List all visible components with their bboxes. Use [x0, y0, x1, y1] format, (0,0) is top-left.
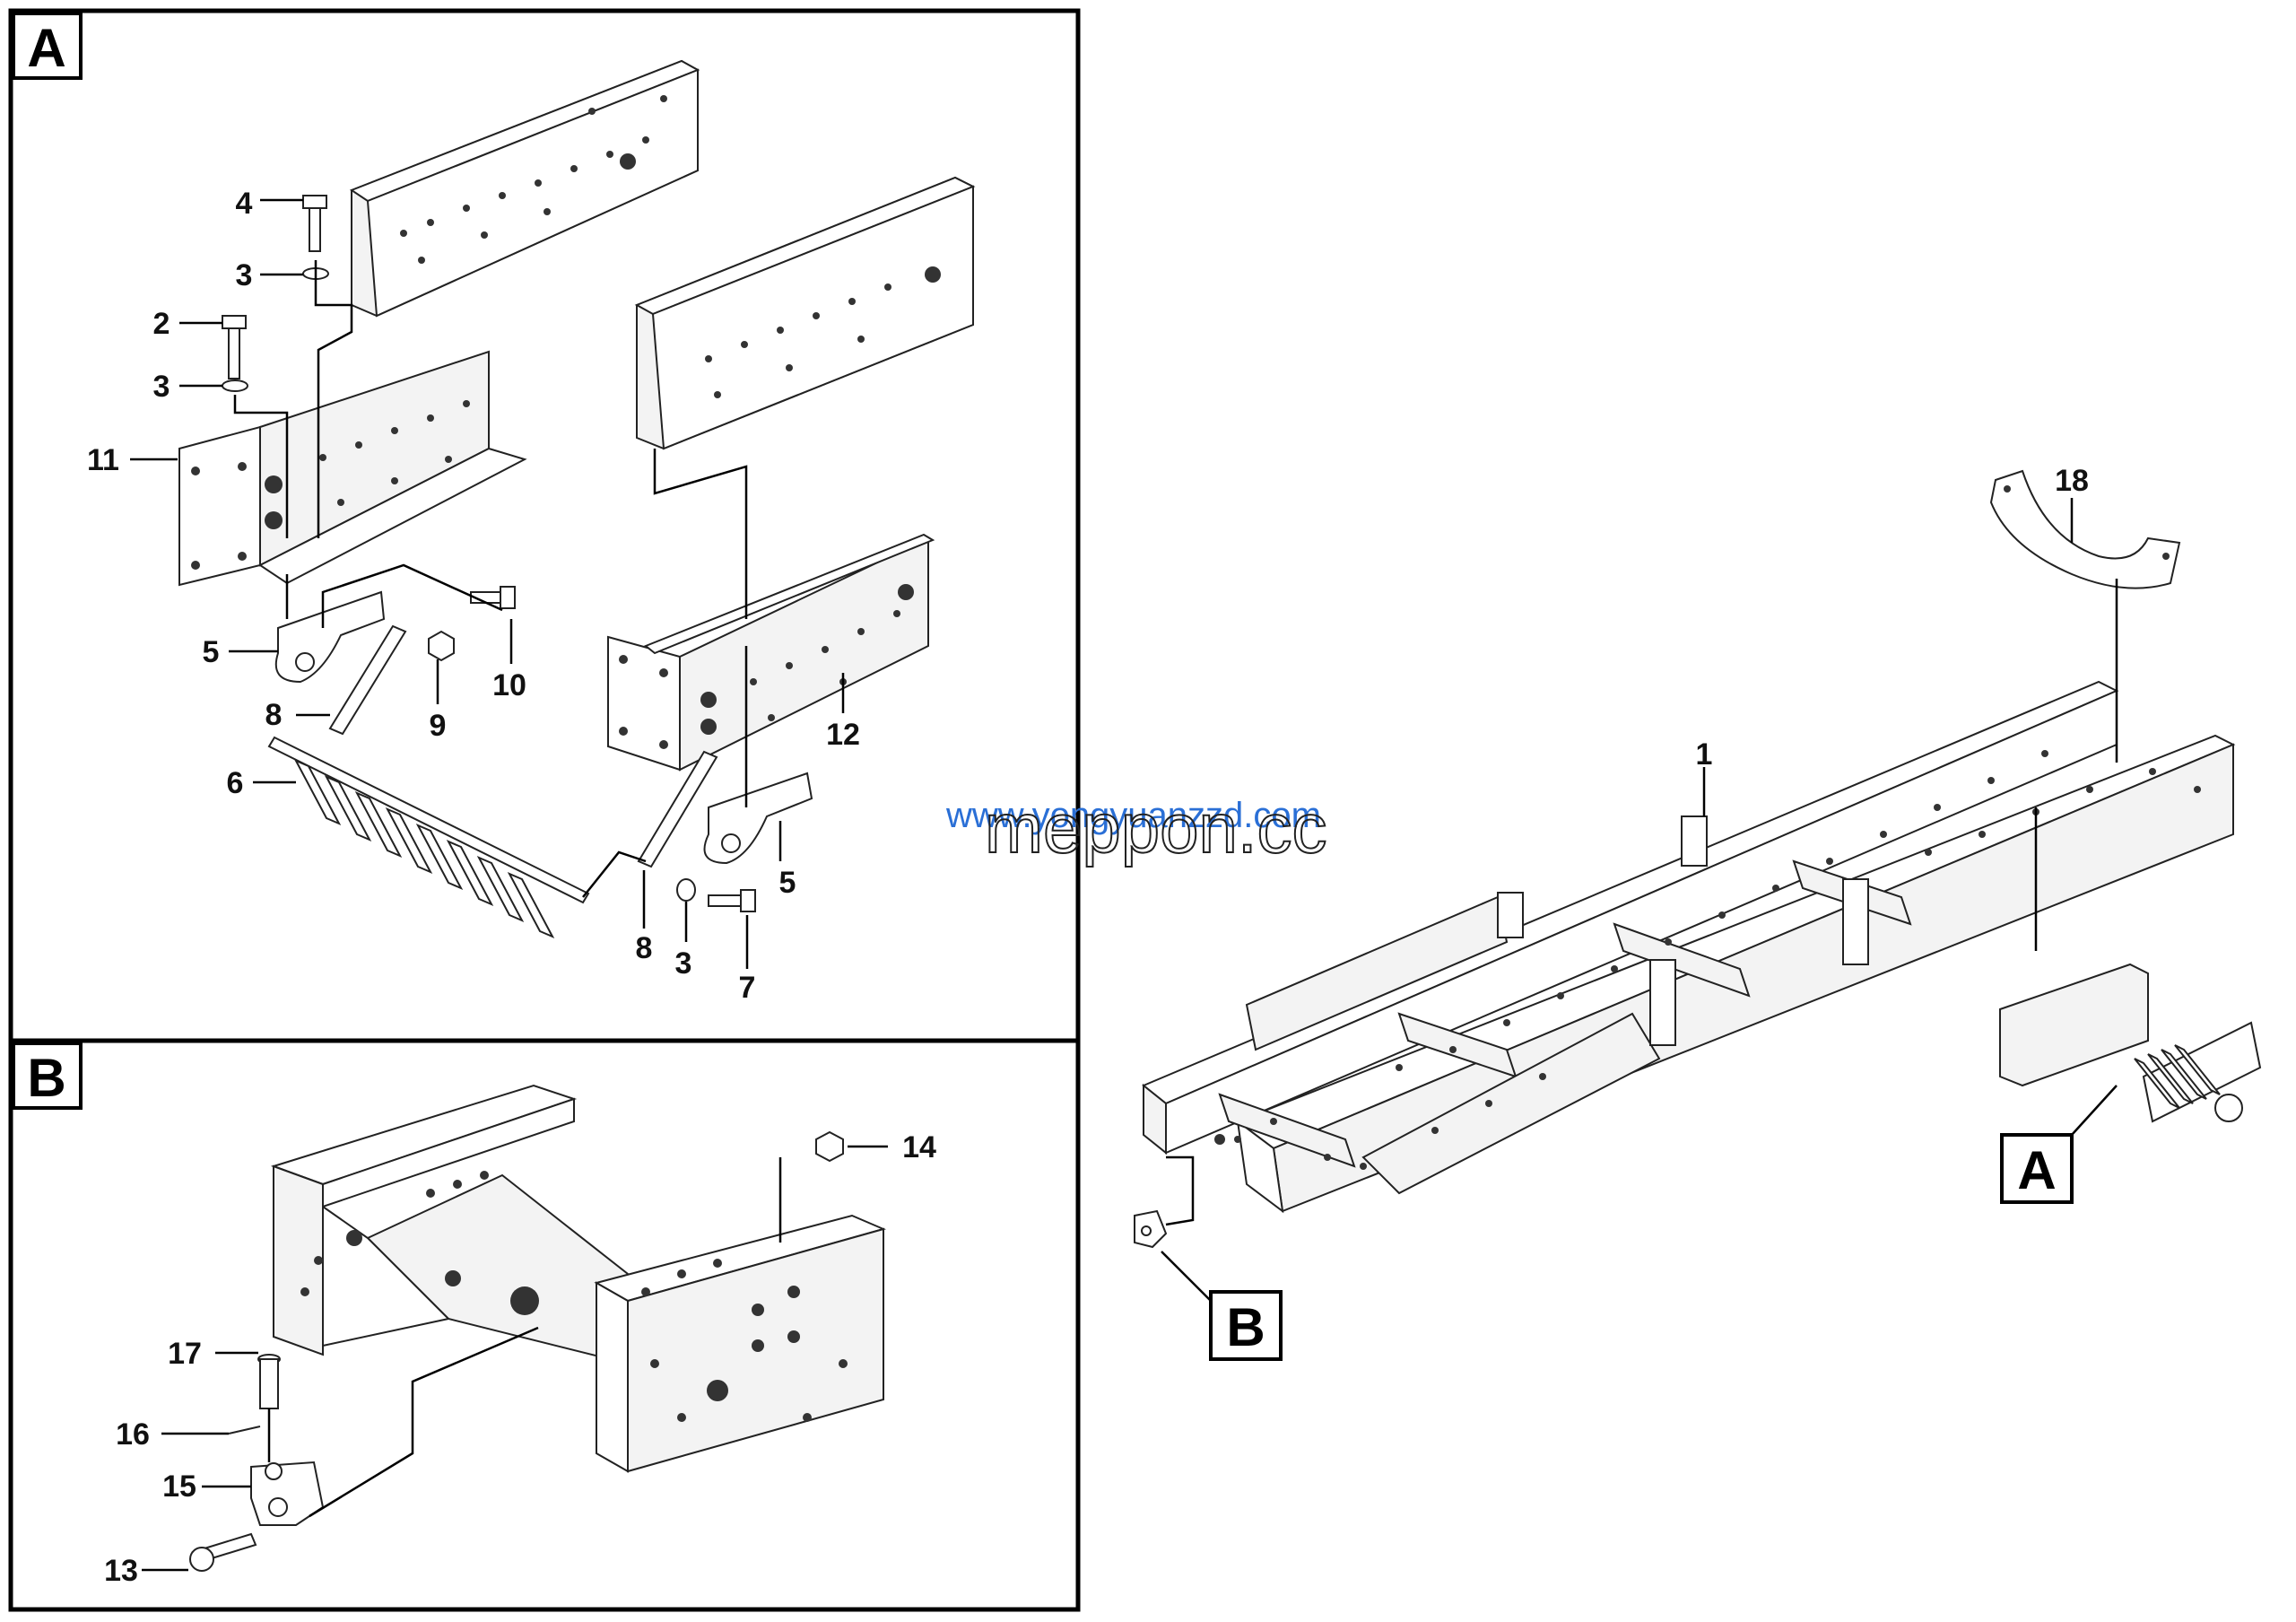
- callout-16: 16: [116, 1417, 150, 1452]
- crossmember-assembly: [270, 1084, 886, 1473]
- callout-8-left: 8: [265, 698, 283, 732]
- bolt-13: [189, 1532, 257, 1572]
- overview-a-label: A: [2017, 1140, 2056, 1200]
- callout-2: 2: [153, 307, 170, 341]
- part-18-crossmember: [1989, 469, 2181, 589]
- callout-10: 10: [492, 668, 526, 702]
- callout-4: 4: [236, 187, 253, 221]
- nut-9: [428, 630, 455, 662]
- panel-a-label: A: [27, 18, 65, 78]
- part-5-hook-right: [703, 772, 813, 865]
- bolt-7: [708, 889, 756, 912]
- callout-3-lower: 3: [675, 946, 692, 981]
- watermark-brand: meppon.cc: [985, 789, 1327, 868]
- panel-b-guide-lines: [267, 1157, 782, 1518]
- callout-17: 17: [168, 1337, 202, 1371]
- part-6-bar: [267, 736, 590, 939]
- chassis-frame-overview: [1142, 680, 2236, 1214]
- washer-3-bottom: [676, 878, 696, 902]
- upper-right-rail: [634, 176, 976, 450]
- overview-a-box: [2000, 1133, 2074, 1204]
- panel-b-leaders: [142, 1145, 888, 1572]
- nut-14: [815, 1130, 844, 1163]
- callout-12: 12: [826, 718, 860, 752]
- part-5-hook-left: [274, 590, 386, 684]
- bolt-2: [222, 315, 248, 392]
- panel-a-label-box: [12, 12, 83, 80]
- callout-6: 6: [227, 766, 244, 800]
- clevis-15: [250, 1461, 325, 1526]
- cotter-16: [228, 1426, 261, 1435]
- pin-17: [257, 1354, 281, 1409]
- callout-15: 15: [162, 1469, 196, 1504]
- callout-7: 7: [739, 971, 756, 1005]
- part-8-link-right: [637, 750, 718, 868]
- callout-9: 9: [430, 709, 447, 743]
- callout-18: 18: [2055, 464, 2089, 498]
- callout-3-upper: 3: [236, 258, 253, 292]
- watermark-url: www.yongyuanzzd.com: [945, 796, 1321, 835]
- part-8-link-left: [328, 624, 407, 736]
- overview-b-label: B: [1226, 1297, 1265, 1357]
- callout-5-right: 5: [779, 866, 796, 900]
- callout-5-left: 5: [203, 635, 220, 669]
- clevis-overview: [1134, 1209, 1168, 1249]
- overview-leaders: [1161, 498, 2118, 1302]
- tow-assembly-overview: [1999, 963, 2262, 1123]
- callout-13: 13: [104, 1554, 138, 1588]
- bolt-4: [302, 195, 329, 280]
- callout-11: 11: [87, 443, 119, 477]
- overview-guide-lines: [1165, 579, 2118, 1226]
- upper-left-rail: [349, 59, 700, 318]
- callout-14: 14: [902, 1130, 936, 1164]
- callout-1: 1: [1696, 737, 1713, 772]
- panel-a-guide-lines: [233, 260, 748, 898]
- part-12-bracket: [607, 533, 935, 772]
- panel-b-label: B: [27, 1048, 65, 1108]
- callout-8-right: 8: [636, 931, 653, 965]
- panel-a-leaders: [130, 198, 845, 969]
- panel-b-frame: [8, 1038, 1081, 1612]
- callout-3-mid: 3: [153, 370, 170, 404]
- panel-b-label-box: [12, 1042, 83, 1110]
- overview-b-box: [1209, 1290, 1283, 1361]
